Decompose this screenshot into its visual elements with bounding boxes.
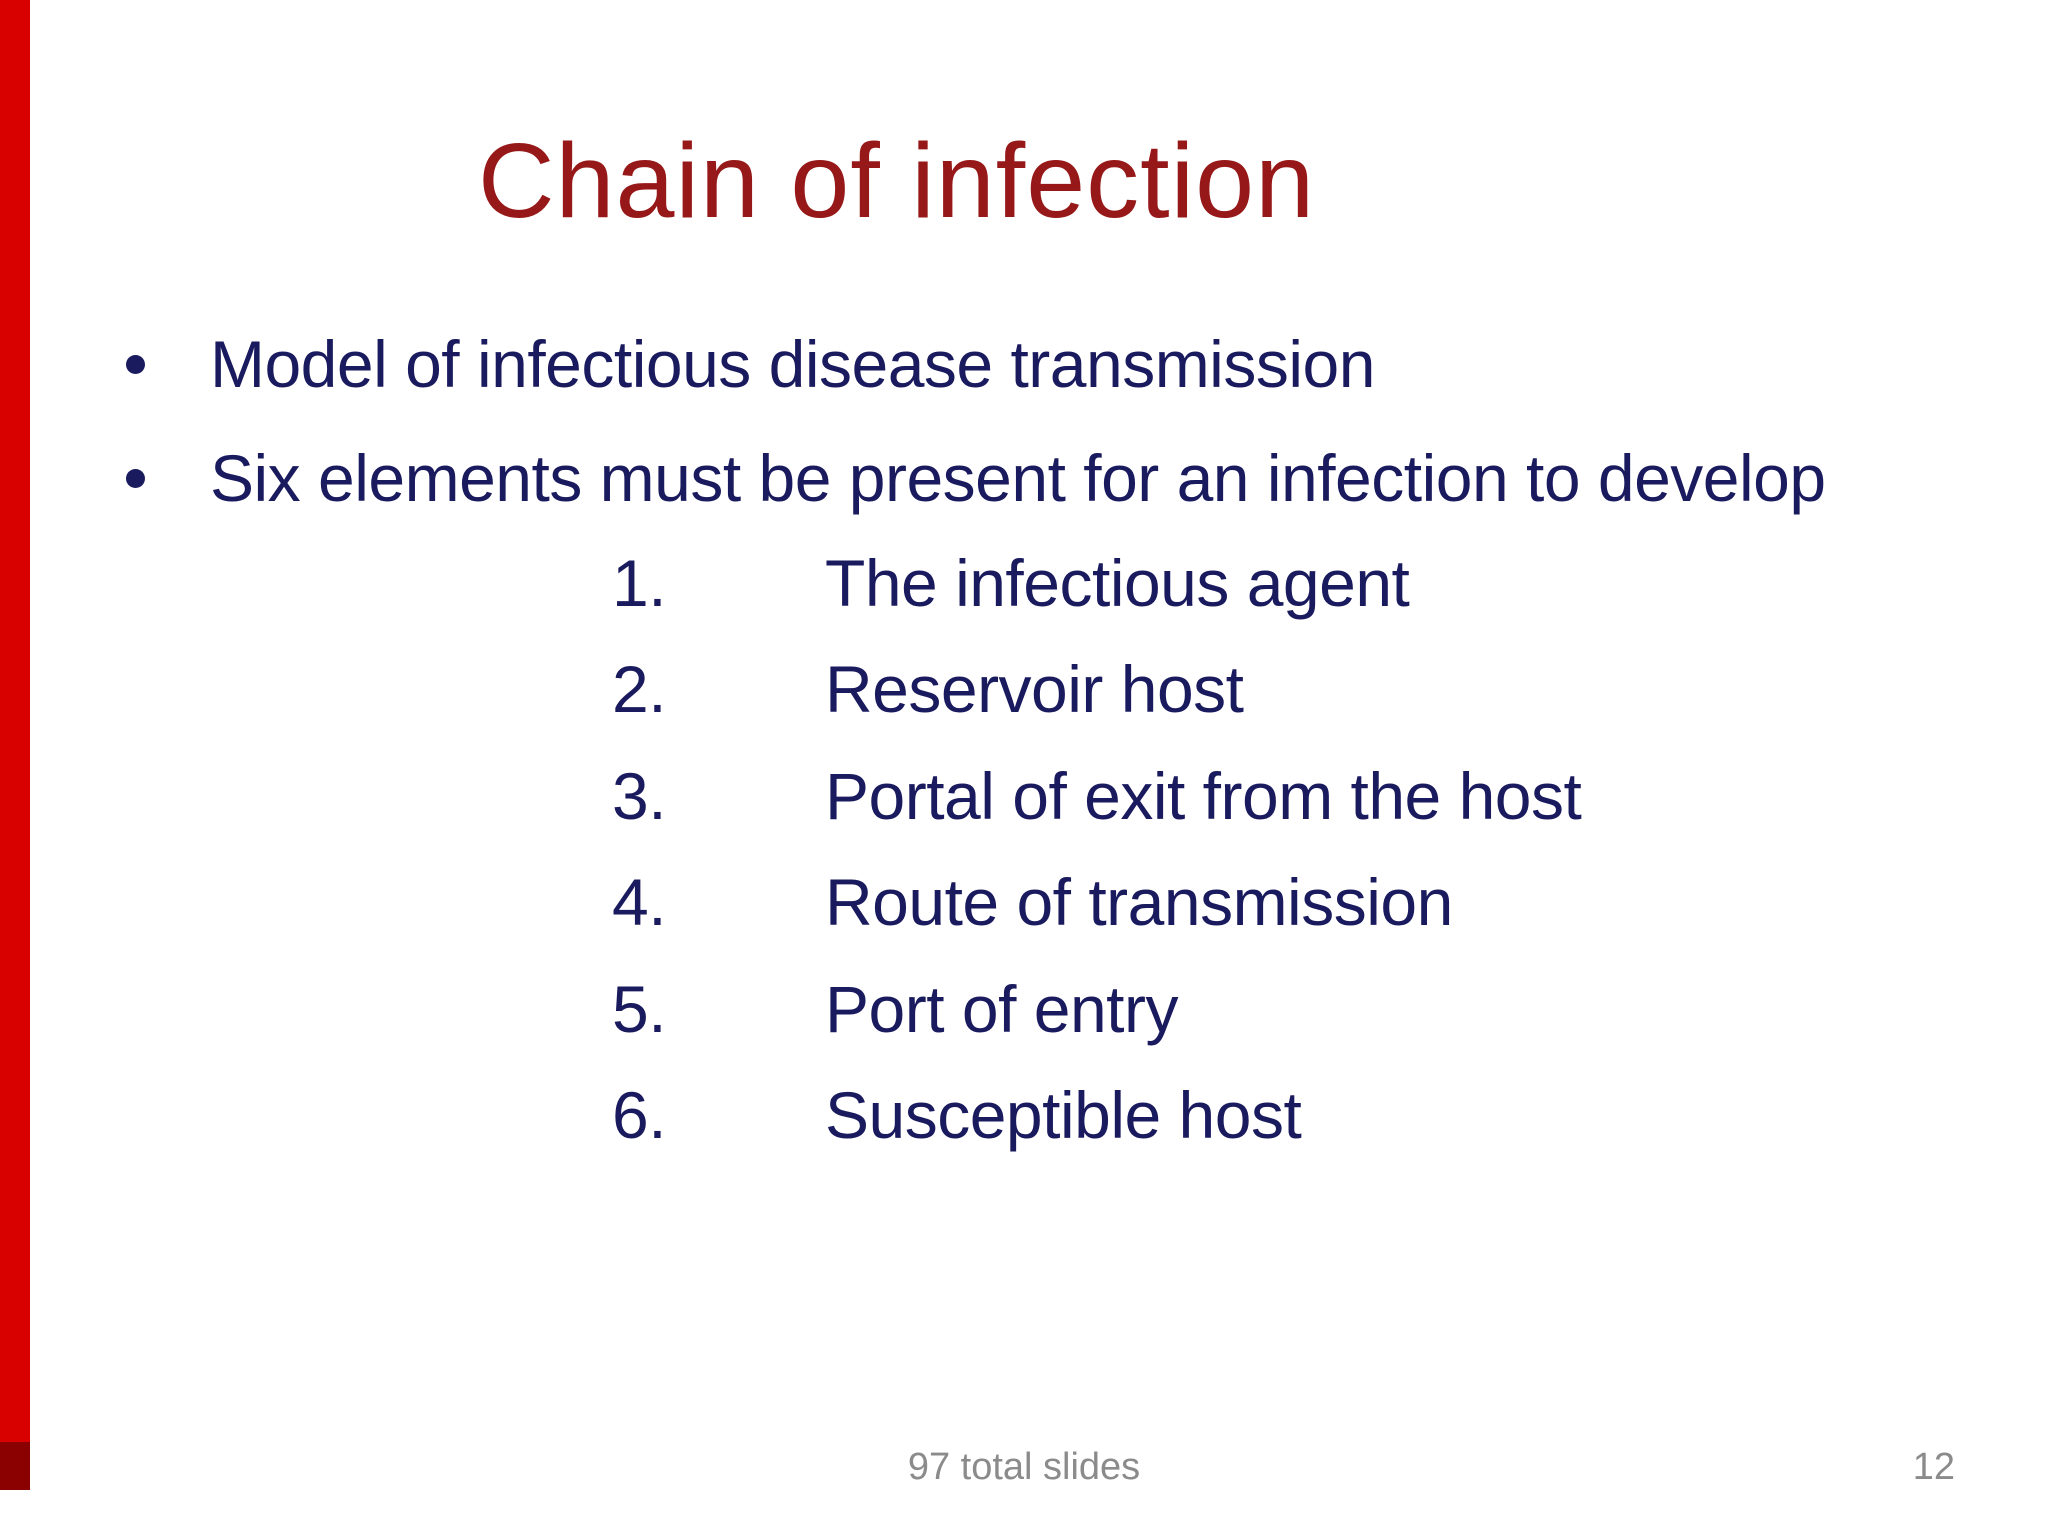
numbered-item: 2. Reservoir host <box>612 651 1244 727</box>
bullet-dot-icon <box>126 354 145 374</box>
item-number: 3. <box>612 759 667 833</box>
item-text: Susceptible host <box>825 1078 1302 1152</box>
item-number: 1. <box>612 546 667 620</box>
numbered-item: 4. Route of transmission <box>612 864 1453 940</box>
bullet-dot-icon <box>126 468 145 488</box>
item-number: 6. <box>612 1078 667 1152</box>
footer-total-slides: 97 total slides <box>907 1446 1141 1488</box>
bullet-item: Model of infectious disease transmission <box>126 326 1375 402</box>
bullet-text: Six elements must be present for an infe… <box>210 441 1826 515</box>
numbered-item: 5. Port of entry <box>612 971 1179 1047</box>
item-text: The infectious agent <box>825 546 1410 620</box>
numbered-item: 6. Susceptible host <box>612 1077 1302 1153</box>
item-text: Route of transmission <box>825 865 1453 939</box>
bullet-item: Six elements must be present for an infe… <box>126 440 1826 516</box>
bullet-text: Model of infectious disease transmission <box>210 327 1375 401</box>
item-number: 2. <box>612 652 667 726</box>
item-number: 5. <box>612 972 667 1046</box>
item-text: Port of entry <box>825 972 1179 1046</box>
item-text: Portal of exit from the host <box>825 759 1582 833</box>
slide-title: Chain of infection <box>478 122 1316 240</box>
item-text: Reservoir host <box>825 652 1244 726</box>
item-number: 4. <box>612 865 667 939</box>
left-accent-bar <box>0 0 30 1490</box>
footer-page-number: 12 <box>1912 1446 1955 1488</box>
numbered-item: 3. Portal of exit from the host <box>612 758 1582 834</box>
numbered-item: 1. The infectious agent <box>612 545 1410 621</box>
